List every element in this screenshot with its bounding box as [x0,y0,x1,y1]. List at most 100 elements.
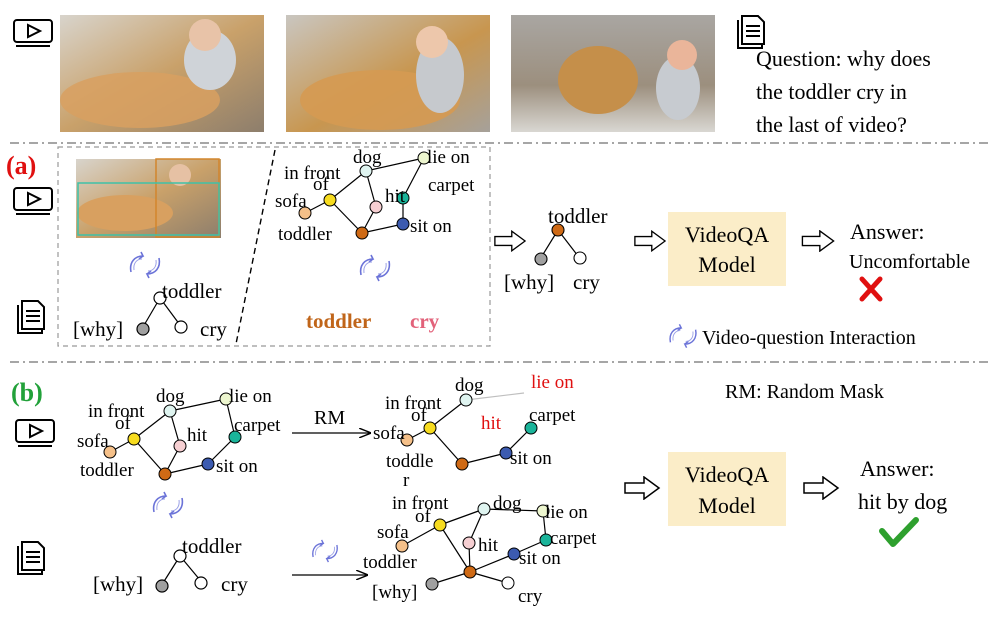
video-graph-b-masked: dog lie on in front of sofa hit carpet t… [373,372,576,491]
qnode-toddler [153,291,167,305]
node-in-front-of-b3 [433,518,447,532]
label-of-b1: of [115,413,132,434]
qnode-why [136,322,150,336]
videoqa-model-box-b [668,452,786,526]
label-sit-on-b2: sit on [510,448,552,469]
question-line-1: Question: why does [756,46,931,71]
node-sit-on-b2 [499,446,513,460]
question-graph-b: toddler [why] cry [93,534,248,596]
qlabel-why-b: [why] [93,572,143,596]
merged-graph-b: in front dog lie on of sofa carpet hit t… [363,493,597,607]
box-split-line [235,149,276,345]
document-icon-a [17,300,45,334]
check-icon [879,517,919,547]
label-sit-on-b3: sit on [519,548,561,569]
label-dog-b2: dog [455,375,484,396]
label-lie-on-b3: lie on [545,502,588,523]
label-lie-on-b2-masked: lie on [531,372,574,393]
node-lie-on-b1 [219,392,233,406]
label-toddler-b1: toddler [80,460,134,481]
node-sofa-b1 [103,445,117,459]
arrow-to-result-graph [494,230,526,252]
node-dog-b2 [459,393,473,407]
qnode-cry-b [194,576,208,590]
node-sofa-b2 [400,433,414,447]
label-sofa-a: sofa [275,191,307,212]
label-of-a: of [313,174,330,195]
node-hit-a [369,200,383,214]
label-toddler-b3: toddler [363,552,417,573]
node-toddler-b2 [455,457,469,471]
rlabel-toddler: toddler [548,204,607,228]
label-hit-b1: hit [187,425,208,446]
label-sofa-b1: sofa [77,431,109,452]
label-lie-on-a: lie on [427,147,470,168]
video-icon-a [13,187,53,215]
answer-a-label: Answer: [850,219,925,244]
label-cry-b3: cry [518,586,543,607]
arrow-to-answer-b [802,476,840,500]
qlabel-toddler: toddler [162,279,221,303]
highlight-cry: cry [410,309,440,333]
interaction-icon-b-left [152,491,184,519]
label-in-front-b2: in front [385,393,442,414]
rm-arrow-label: RM [314,407,345,429]
panel-a-label: (a) [6,151,36,180]
label-dog-a: dog [353,147,382,168]
qlabel-cry: cry [200,317,227,341]
node-in-front-of-b2 [423,421,437,435]
question-line-2: the toddler cry in [756,79,907,104]
interaction-legend-icon [669,323,697,349]
label-in-front-b1: in front [88,401,145,422]
video-graph-a: dog lie on in front of sofa hit carpet t… [275,147,475,245]
node-lie-on-b3 [536,504,550,518]
node-carpet-b1 [228,430,242,444]
label-carpet-b2: carpet [529,405,576,426]
rm-legend: RM: Random Mask [725,381,884,403]
qlabel-toddler-b: toddler [182,534,241,558]
node-hit-b1 [173,439,187,453]
arrow-to-answer-a [801,230,835,252]
rnode-toddler [551,223,565,237]
node-toddler-b1 [158,467,172,481]
label-carpet-b1: carpet [234,415,281,436]
qnode-why-b [155,579,169,593]
node-in-front-of-b1 [127,432,141,446]
video-frame-2 [286,15,490,132]
rnode-why [534,252,548,266]
model-a-line2: Model [698,252,755,277]
label-of-b2: of [411,405,428,426]
label-dog-b3: dog [493,493,522,514]
arrow-to-model-a [634,230,666,252]
label-sit-on-a: sit on [410,216,452,237]
label-toddler-a: toddler [278,224,332,245]
interaction-legend-label: Video-question Interaction [702,327,916,349]
label-in-front-a: in front [284,163,341,184]
rlabel-cry: cry [573,270,600,294]
label-hit-a: hit [385,186,406,207]
document-icon-b [17,541,45,575]
model-b-line1: VideoQA [685,462,769,487]
highlight-toddler: toddler [306,309,371,333]
label-of-b3: of [415,506,432,527]
label-carpet-b3: carpet [550,528,597,549]
video-graph-b-full: dog lie on in front of sofa hit carpet t… [77,386,281,481]
qnode-toddler-b [173,549,187,563]
result-graph-a: toddler [why] cry [504,204,607,294]
node-toddler-b3 [463,565,477,579]
node-in-front-of-a [323,193,337,207]
label-sit-on-b1: sit on [216,456,258,477]
label-carpet-a: carpet [428,175,475,196]
node-carpet-b2 [524,421,538,435]
model-a-line1: VideoQA [685,222,769,247]
model-b-line2: Model [698,493,755,518]
qlabel-why: [why] [73,317,123,341]
node-sofa-b3 [395,539,409,553]
label-sofa-b2: sofa [373,423,405,444]
node-hit-b3 [462,536,476,550]
cross-icon [859,276,883,302]
answer-b-label: Answer: [860,456,935,481]
panel-b-label: (b) [11,378,43,407]
node-dog-b1 [163,404,177,418]
